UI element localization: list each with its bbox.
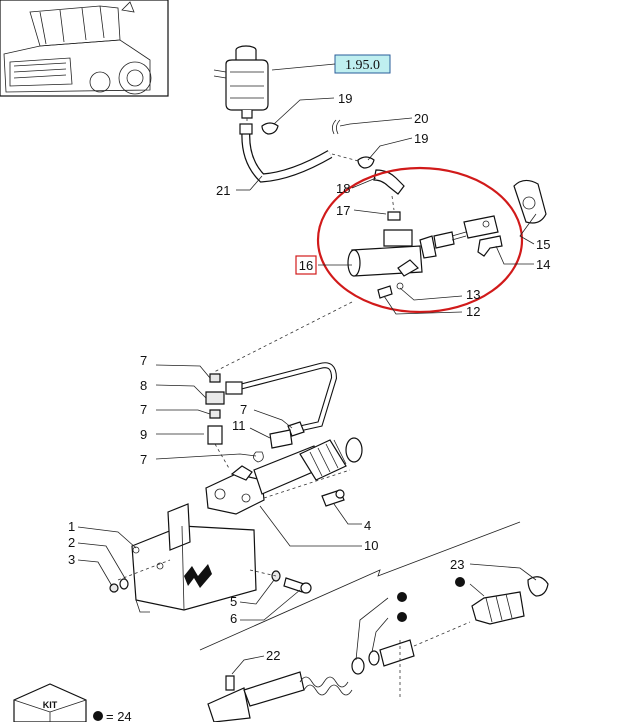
callout-7-a: 7 (140, 353, 147, 368)
bullet-marker-icon (397, 612, 407, 622)
callout-14: 14 (536, 257, 550, 272)
callout-9: 9 (140, 427, 147, 442)
callout-17: 17 (336, 203, 350, 218)
push-rod-assembly (207, 576, 549, 722)
callout-7-d: 7 (140, 452, 147, 467)
callout-22: 22 (266, 648, 280, 663)
callout-12: 12 (466, 304, 480, 319)
kit-legend: KIT = 24 (13, 683, 132, 722)
reference-box[interactable]: 1.95.0 (334, 54, 391, 74)
callout-2: 2 (68, 535, 75, 550)
callout-8: 8 (140, 378, 147, 393)
reference-box-label: 1.95.0 (345, 58, 380, 73)
callout-20: 20 (414, 111, 428, 126)
callout-7-c: 7 (240, 402, 247, 417)
callout-15: 15 (536, 237, 550, 252)
callout-23: 23 (450, 557, 464, 572)
bullet-marker-icon (397, 592, 407, 602)
callout-10: 10 (364, 538, 378, 553)
bullet-marker-icon (93, 711, 103, 721)
callout-11: 11 (232, 418, 246, 433)
highlight-ellipse (316, 166, 524, 314)
callout-13: 13 (466, 287, 480, 302)
callout-21: 21 (216, 183, 230, 198)
callout-19-top: 19 (338, 91, 352, 106)
bullet-marker-icon (455, 577, 465, 587)
kit-label: KIT (43, 700, 58, 710)
callout-7-b: 7 (140, 402, 147, 417)
kit-equals-text: = 24 (106, 709, 132, 722)
bracket (109, 503, 257, 613)
kit-box-icon (13, 683, 87, 722)
slave-cylinder (205, 437, 363, 515)
master-cylinder (347, 211, 503, 277)
callout-5: 5 (230, 594, 237, 609)
reservoir (213, 45, 269, 130)
callout-19-bottom: 19 (414, 131, 428, 146)
tractor-thumbnail-icon (0, 0, 169, 97)
highlight-box-label: 16 (299, 258, 313, 273)
callout-4: 4 (364, 518, 371, 533)
callout-1: 1 (68, 519, 75, 534)
callout-3: 3 (68, 552, 75, 567)
highlight-box[interactable]: 16 (295, 255, 317, 275)
callout-18: 18 (336, 181, 350, 196)
callout-6: 6 (230, 611, 237, 626)
